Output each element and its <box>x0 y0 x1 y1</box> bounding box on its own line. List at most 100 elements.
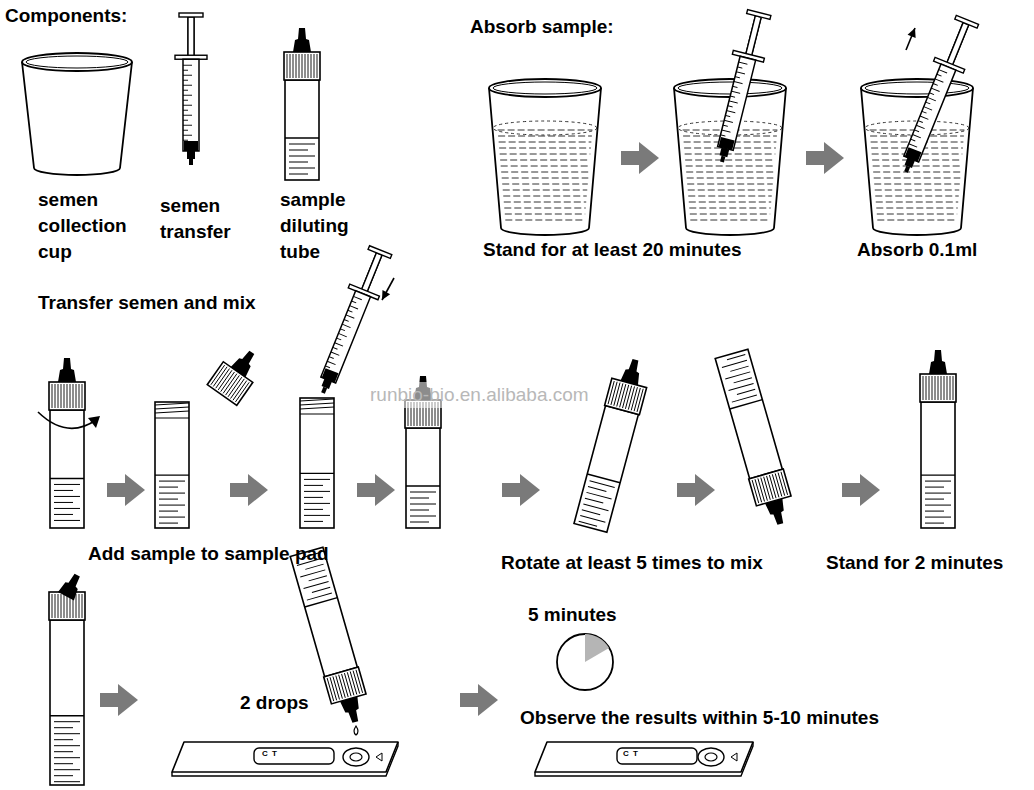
knurl-line <box>620 384 626 407</box>
liquid-line <box>304 515 330 516</box>
sample-well <box>343 748 369 766</box>
cap-nozzle <box>231 347 260 377</box>
tube-body <box>574 406 638 533</box>
scale-tick <box>739 62 748 64</box>
scale-tick <box>937 74 942 76</box>
liquid-line <box>54 484 80 485</box>
cap-nozzle <box>293 28 311 52</box>
scale-tick <box>183 85 192 86</box>
tube-cap <box>284 28 320 80</box>
knurl-line <box>755 479 762 502</box>
label: semen transfer <box>160 193 252 245</box>
scale-tick <box>920 116 928 119</box>
liquid-dash <box>504 208 585 209</box>
knurl-line <box>55 594 56 618</box>
liquid-dash <box>685 154 776 155</box>
cup-rim-inner <box>678 82 782 94</box>
timer-wedge <box>585 634 609 662</box>
scale-tick <box>183 90 188 91</box>
scale-tick <box>183 105 192 106</box>
test-cassette <box>172 742 398 776</box>
tube-cap <box>605 355 653 415</box>
liquid-line <box>289 168 315 169</box>
knurl-line <box>623 385 629 408</box>
liquid-line <box>54 745 80 746</box>
scale-tick <box>337 338 342 340</box>
cup-rim <box>861 79 973 97</box>
knurl-line <box>290 54 291 78</box>
knurl-line <box>299 54 300 78</box>
label: Add sample to sample pad <box>88 541 329 567</box>
liquid-line <box>54 727 73 728</box>
knurl-line <box>347 672 354 695</box>
liquid-line <box>734 378 752 383</box>
liquid-line <box>925 505 951 506</box>
liquid-line <box>925 493 951 494</box>
motion-arrow <box>382 278 394 300</box>
liquid-line <box>159 487 178 488</box>
scale-tick <box>331 352 339 355</box>
liquid-line <box>925 487 944 488</box>
label: 2 drops <box>240 690 309 716</box>
knurl-line <box>61 384 62 408</box>
knurl-line <box>950 376 951 400</box>
liquid-line <box>300 570 325 577</box>
knurl-line <box>213 367 227 387</box>
liquid-dash <box>689 208 770 209</box>
scale-tick <box>350 306 358 309</box>
liquid-line <box>159 505 185 506</box>
knurl-line <box>233 381 247 401</box>
cap-nozzle <box>621 357 645 385</box>
timer-clock <box>557 634 613 690</box>
liquid-dash <box>690 220 769 221</box>
liquid-dash <box>505 214 585 215</box>
scale-tick <box>935 79 943 82</box>
scale-tick <box>933 84 938 86</box>
liquid-line <box>289 156 315 157</box>
knurl-line <box>752 480 759 503</box>
knurl-line <box>637 389 643 412</box>
scale-tick <box>722 130 731 132</box>
cup-rim-inner <box>865 82 969 94</box>
collection-cup <box>22 53 132 175</box>
scale-tick <box>737 67 742 68</box>
knurl-line <box>308 54 309 78</box>
liquid-line <box>54 520 80 521</box>
plunger-pad <box>368 246 392 259</box>
tube-cap <box>49 358 85 410</box>
nozzle <box>621 357 645 385</box>
cap-knurl <box>605 378 647 414</box>
barrel <box>321 291 371 383</box>
liquid-line <box>410 510 429 511</box>
knurl-line <box>317 54 318 78</box>
knurl-line <box>926 376 927 400</box>
liquid-dash <box>499 148 591 149</box>
knurl-line <box>293 54 294 78</box>
knurl-line <box>935 376 936 400</box>
liquid-dash <box>875 190 960 191</box>
liquid-dash <box>501 166 590 167</box>
liquid-line <box>54 514 73 515</box>
scale-tick <box>913 135 921 138</box>
scale-tick <box>728 106 733 107</box>
scale-tick <box>183 75 192 76</box>
syringe <box>706 9 774 166</box>
knurl-line <box>67 594 68 618</box>
scale-tick <box>335 343 343 346</box>
tube-body <box>715 349 782 479</box>
knurl-line <box>64 384 65 408</box>
syringe-tip <box>187 151 195 159</box>
liquid-line <box>583 504 608 511</box>
knurl-line <box>631 387 637 410</box>
nozzle <box>58 358 76 382</box>
barrel <box>183 59 199 151</box>
tube-body <box>155 402 189 528</box>
liquid-line <box>410 522 429 523</box>
scale-tick <box>338 333 346 336</box>
diluting-tube <box>49 571 85 785</box>
knurl-line <box>344 673 351 696</box>
liquid-dash <box>686 166 775 167</box>
plunger-pad <box>179 13 203 17</box>
knurl-line <box>953 376 954 400</box>
liquid-line <box>159 499 178 500</box>
